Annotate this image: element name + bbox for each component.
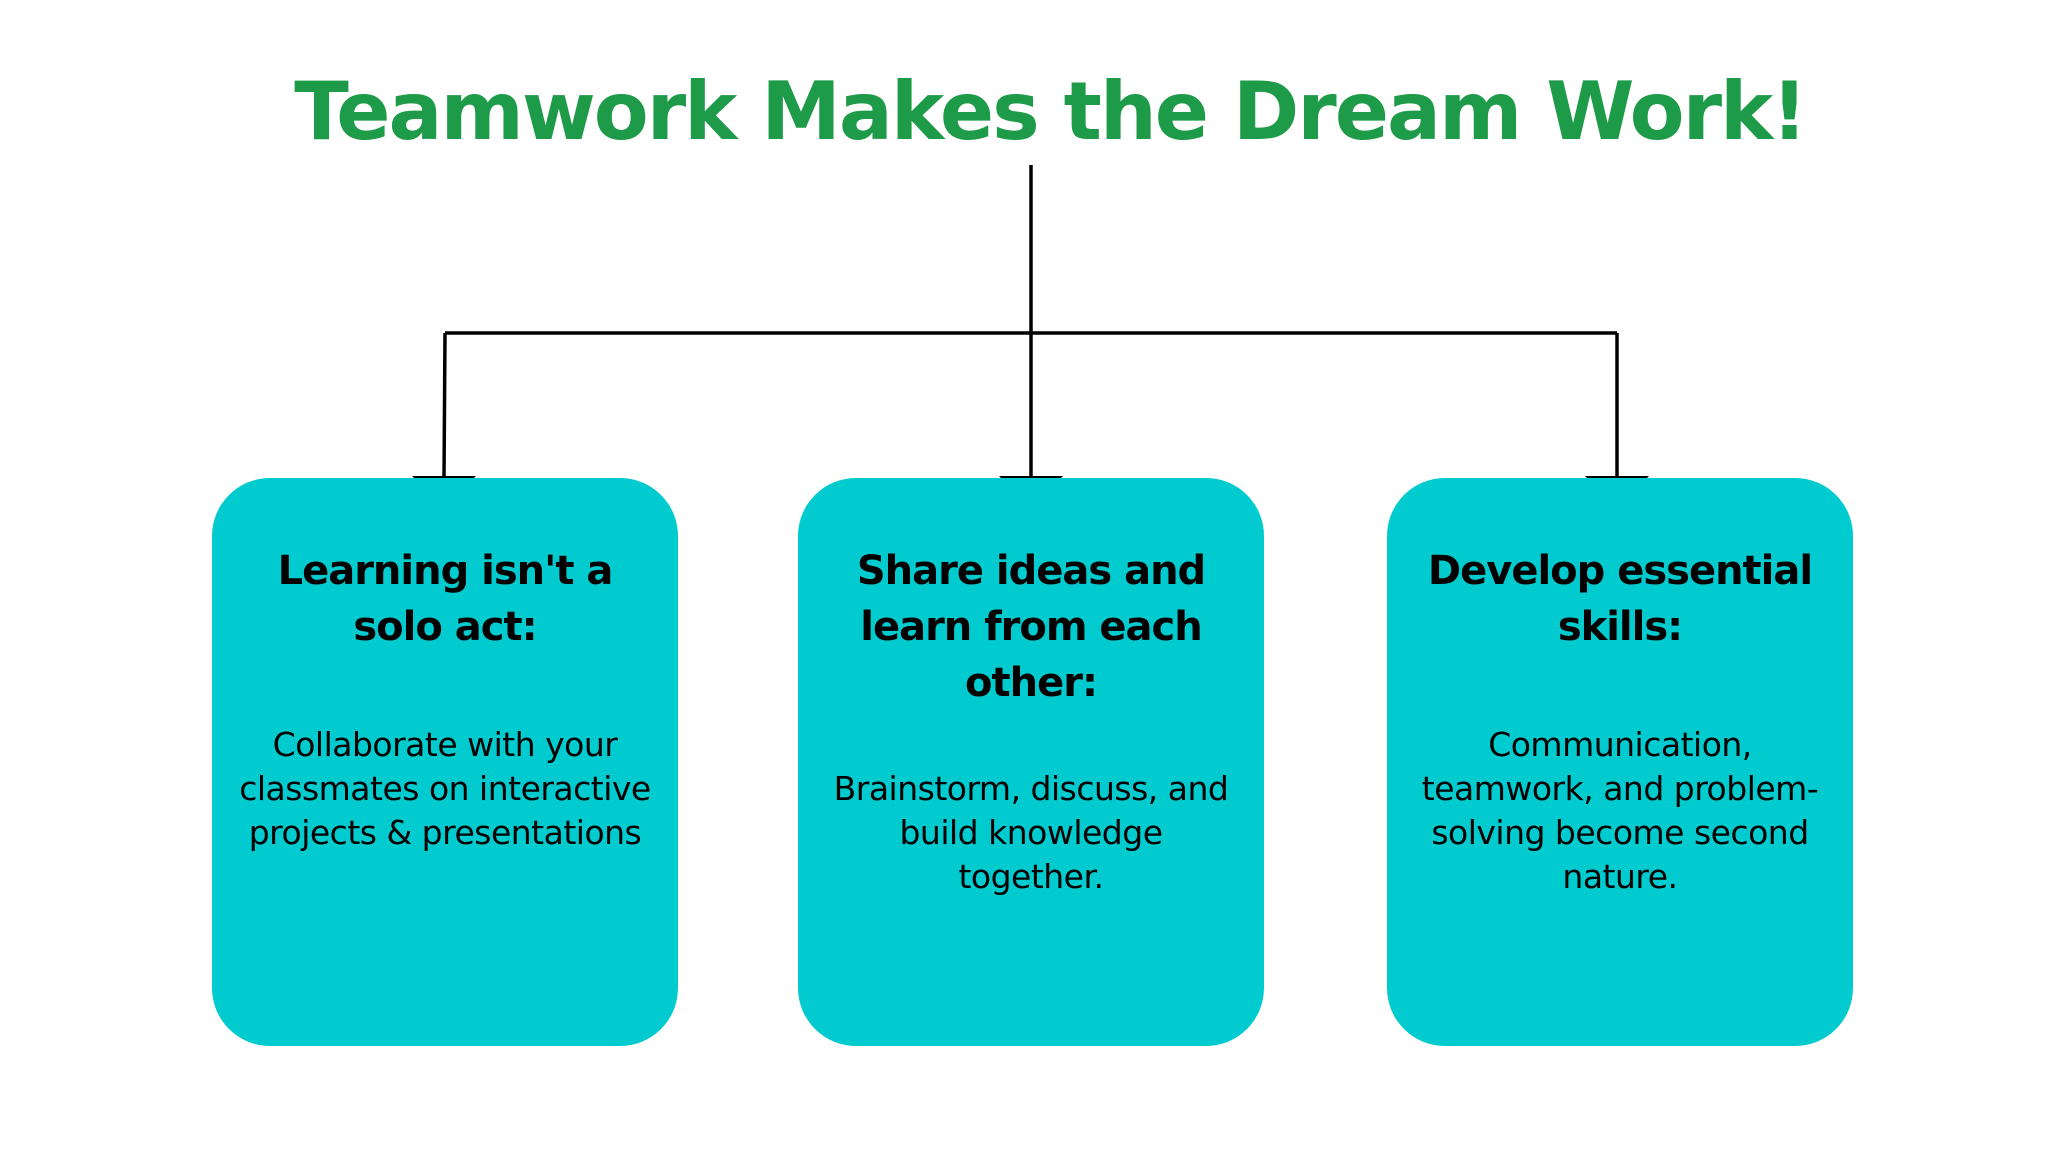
card-share-ideas: Share ideas and learn from each other: B…	[798, 478, 1264, 1046]
diagram-title: Teamwork Makes the Dream Work!	[294, 65, 1807, 158]
card-develop-skills: Develop essential skills: Communication,…	[1387, 478, 1853, 1046]
card-heading: Develop essential skills:	[1427, 548, 1813, 650]
card-heading: Share ideas and learn from each other:	[856, 548, 1206, 706]
card-learning: Learning isn't a solo act: Collaborate w…	[212, 478, 678, 1046]
card-body: Collaborate with your classmates on inte…	[239, 725, 651, 852]
card-body: Brainstorm, discuss, and build knowledge…	[833, 769, 1229, 896]
branch-line-left	[442, 332, 447, 479]
card-body: Communication, teamwork, and problem-sol…	[1421, 725, 1819, 896]
card-heading: Learning isn't a solo act:	[277, 548, 614, 650]
